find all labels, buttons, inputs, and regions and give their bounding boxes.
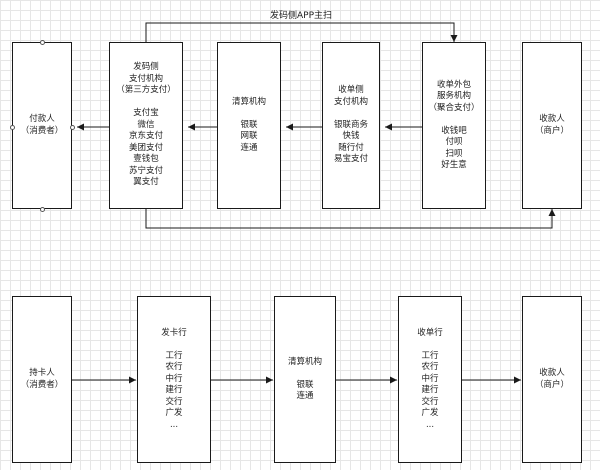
node-merchant-bottom[interactable]: 收款人 （商户） bbox=[522, 296, 582, 463]
node-issuing-bank-text: 发卡行 工行 农行 中行 建行 交行 广发 ... bbox=[161, 327, 187, 430]
node-acquiring-bank-text: 收单行 工行 农行 中行 建行 交行 广发 ... bbox=[417, 327, 443, 430]
node-issuer-side[interactable]: 发码侧 支付机构 （第三方支付） 支付宝 微信 京东支付 美团支付 壹钱包 苏宁… bbox=[109, 42, 183, 209]
node-acquirer-side-text: 收单侧 支付机构 银联商务 快钱 随行付 易宝支付 bbox=[333, 85, 368, 165]
node-payer[interactable]: 付款人 （消费者） bbox=[12, 42, 72, 209]
node-payer-text: 付款人 （消费者） bbox=[20, 114, 64, 136]
node-cardholder[interactable]: 持卡人 （消费者） bbox=[12, 296, 72, 463]
node-issuing-bank[interactable]: 发卡行 工行 农行 中行 建行 交行 广发 ... bbox=[137, 296, 211, 463]
top-edge-label: 发码侧APP主扫 bbox=[270, 11, 333, 21]
selection-handle-left[interactable] bbox=[9, 124, 15, 130]
node-clearing-top-text: 清算机构 银联 网联 连通 bbox=[231, 96, 266, 153]
node-issuer-side-text: 发码侧 支付机构 （第三方支付） 支付宝 微信 京东支付 美团支付 壹钱包 苏宁… bbox=[116, 62, 176, 188]
node-outsourcing[interactable]: 收单外包 服务机构 （聚合支付） 收钱吧 付呗 扫呗 好生意 bbox=[422, 42, 486, 209]
selection-handle-top[interactable] bbox=[39, 39, 45, 45]
node-merchant-bottom-text: 收款人 （商户） bbox=[534, 368, 569, 390]
node-clearing-bottom[interactable]: 清算机构 银联 连通 bbox=[274, 296, 336, 463]
node-merchant-top-text: 收款人 （商户） bbox=[534, 114, 569, 136]
selection-handle-bottom[interactable] bbox=[39, 206, 45, 212]
node-acquiring-bank[interactable]: 收单行 工行 农行 中行 建行 交行 广发 ... bbox=[398, 296, 462, 463]
node-clearing-bottom-text: 清算机构 银联 连通 bbox=[287, 356, 322, 402]
node-outsourcing-text: 收单外包 服务机构 （聚合支付） 收钱吧 付呗 扫呗 好生意 bbox=[428, 79, 480, 171]
node-clearing-top[interactable]: 清算机构 银联 网联 连通 bbox=[217, 42, 281, 209]
node-cardholder-text: 持卡人 （消费者） bbox=[20, 368, 64, 390]
selection-handle-right[interactable] bbox=[69, 124, 75, 130]
arrow-issuer-side-to-merchant bbox=[145, 209, 556, 229]
node-acquirer-side[interactable]: 收单侧 支付机构 银联商务 快钱 随行付 易宝支付 bbox=[322, 42, 380, 209]
arrow-issuer-side-to-outsourcing bbox=[145, 22, 458, 42]
node-merchant-top[interactable]: 收款人 （商户） bbox=[522, 42, 582, 209]
